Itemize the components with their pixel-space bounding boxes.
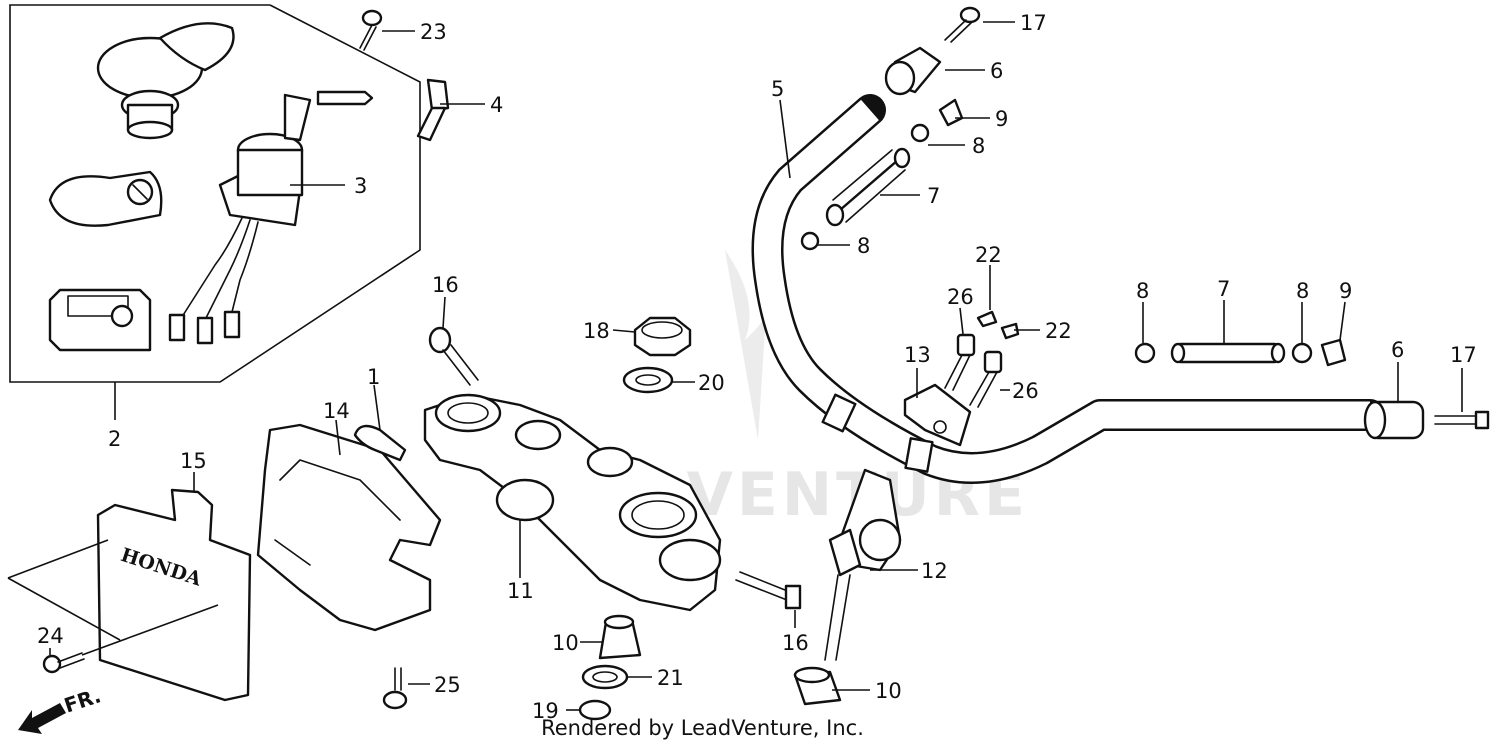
ignition-cylinder-part	[96, 22, 235, 140]
callout-17a: 17	[1020, 11, 1047, 35]
callout-2: 2	[108, 427, 121, 451]
top-bridge-bolt-16a	[428, 326, 479, 386]
callout-16a: 16	[432, 273, 459, 297]
weight-shaft-left	[825, 147, 911, 227]
callout-24: 24	[37, 624, 64, 648]
top-bridge-part	[423, 393, 722, 612]
meter-cover-part	[256, 423, 442, 632]
lock-nut-8b	[800, 231, 820, 251]
rubber-cushion-10a	[598, 614, 642, 660]
key-part	[416, 78, 450, 142]
cushion-washer-21	[581, 664, 629, 690]
bar-end-weight-left	[884, 46, 942, 96]
callout-10a: 10	[552, 631, 579, 655]
lock-holder-part	[48, 288, 152, 352]
callout-19: 19	[532, 699, 559, 723]
stem-washer-part	[622, 366, 674, 394]
weight-shaft-right	[1170, 342, 1286, 364]
leader-lines	[7, 21, 1463, 711]
callout-10b: 10	[875, 679, 902, 703]
ignition-switch-part	[168, 90, 374, 345]
render-credit: Rendered by LeadVenture, Inc.	[0, 716, 1500, 740]
washer-22a	[976, 310, 998, 328]
clip-9a	[938, 98, 964, 127]
callout-7a: 7	[927, 184, 940, 208]
callout-17b: 17	[1450, 343, 1477, 367]
holder-bolt-26b	[969, 350, 1003, 408]
handlebar-part	[751, 94, 1386, 484]
callout-9a: 9	[995, 107, 1008, 131]
top-bridge-bolt-16b	[735, 571, 802, 610]
clip-9b	[1320, 338, 1347, 367]
callout-8d: 8	[1296, 279, 1309, 303]
bar-end-weight-right	[1363, 400, 1425, 440]
callout-14: 14	[323, 399, 350, 423]
callout-11: 11	[507, 579, 534, 603]
rubber-cushion-10b	[793, 666, 842, 706]
callout-23: 23	[420, 20, 447, 44]
callout-26b: 26	[1012, 379, 1039, 403]
callout-6a: 6	[990, 59, 1003, 83]
callout-7b: 7	[1217, 277, 1230, 301]
callout-6b: 6	[1391, 338, 1404, 362]
callout-22a: 22	[975, 243, 1002, 267]
lock-latch-part	[48, 170, 163, 227]
callout-3: 3	[354, 174, 367, 198]
washer-22b	[1000, 322, 1020, 340]
callout-26a: 26	[947, 285, 974, 309]
callout-4: 4	[490, 93, 503, 117]
callout-18: 18	[583, 319, 610, 343]
ignition-kit-outline	[9, 4, 421, 420]
render-credit-text: Rendered by LeadVenture, Inc.	[541, 716, 864, 740]
callout-15: 15	[180, 449, 207, 473]
callout-8a: 8	[972, 134, 985, 158]
callout-1: 1	[367, 365, 380, 389]
band-clamp-part	[353, 424, 407, 462]
callout-5: 5	[771, 77, 784, 101]
handlebar-holder-part	[903, 383, 972, 447]
callout-13: 13	[904, 343, 931, 367]
lock-nut-8c	[1134, 342, 1156, 364]
screw-23-part	[359, 9, 383, 51]
callout-8b: 8	[857, 234, 870, 258]
screw-24-part	[42, 652, 85, 674]
bar-end-bolt-right	[1434, 410, 1490, 430]
callout-20: 20	[698, 371, 725, 395]
screw-25-part	[382, 667, 408, 710]
callout-21: 21	[657, 666, 684, 690]
callout-9b: 9	[1339, 279, 1352, 303]
callout-22b: 22	[1045, 319, 1072, 343]
lock-nut-8d	[1291, 342, 1313, 364]
callout-16b: 16	[782, 631, 809, 655]
emblem-cover-part: HONDA	[96, 488, 252, 702]
fork-stem-part	[824, 468, 902, 661]
callout-25: 25	[434, 673, 461, 697]
front-direction-label: FR.	[61, 683, 104, 717]
lock-nut-8a	[910, 123, 930, 143]
holder-bolt-26a	[944, 333, 976, 391]
callout-12: 12	[921, 559, 948, 583]
bar-end-bolt-left	[944, 6, 981, 43]
callout-labels: 23 4 3 2 5 6 17 9 8 7 8 22 22 26 26 13 8…	[37, 11, 1477, 723]
callout-8c: 8	[1136, 279, 1149, 303]
stem-nut-cap-part	[633, 316, 692, 357]
